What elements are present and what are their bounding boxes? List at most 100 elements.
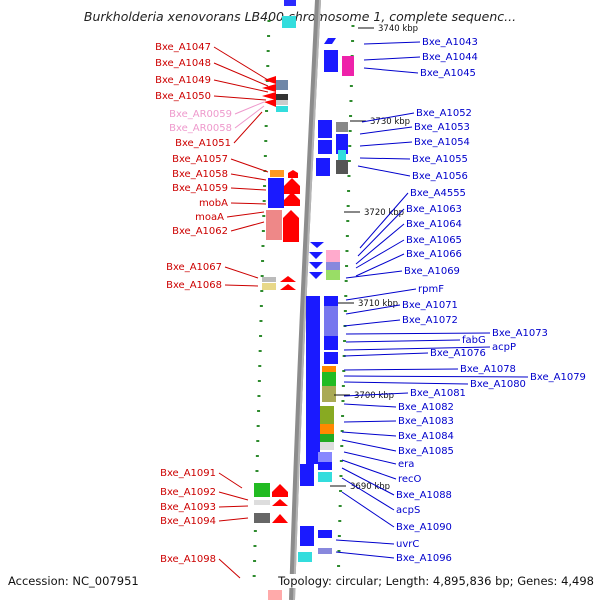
gene-label-left[interactable]: Bxe_A1059 [172, 183, 228, 194]
gene-label-left[interactable]: Bxe_A1092 [160, 487, 216, 498]
gene-label-left[interactable]: Bxe_A1062 [172, 226, 228, 237]
label-leader-line [335, 551, 395, 559]
gene-label-left[interactable]: Bxe_A1057 [172, 154, 228, 165]
gene-label-right[interactable]: Bxe_A1073 [492, 328, 548, 339]
gene-label-right[interactable]: era [398, 459, 414, 470]
gene-label-right[interactable]: Bxe_A1066 [406, 249, 462, 260]
tick-mark [339, 490, 343, 492]
gene-label-right[interactable]: Bxe_A1069 [404, 266, 460, 277]
gene-label-right[interactable]: Bxe_A1045 [420, 68, 476, 79]
gene-label-right[interactable]: uvrC [396, 539, 419, 550]
gene-label-right[interactable]: Bxe_A1096 [396, 553, 452, 564]
tick-mark [337, 535, 341, 537]
tick-mark [258, 350, 262, 352]
gene-label-right[interactable]: recO [398, 474, 422, 485]
gene-label-right[interactable]: Bxe_A1084 [398, 431, 454, 442]
tick-mark [348, 130, 352, 132]
gene-label-right[interactable]: Bxe_A1063 [406, 204, 462, 215]
gene-label-left[interactable]: Bxe_A1050 [155, 91, 211, 102]
gene-label-right[interactable]: acpP [492, 342, 516, 353]
gene-label-left[interactable]: Bxe_AR0058 [169, 123, 232, 134]
gene-label-right[interactable]: Bxe_A1082 [398, 402, 454, 413]
gene-label-right[interactable]: Bxe_A1072 [402, 315, 458, 326]
gene-label-left[interactable]: Bxe_A1051 [175, 138, 231, 149]
gene-label-left[interactable]: Bxe_A1098 [160, 554, 216, 565]
tick-mark [347, 175, 351, 177]
tick-mark [349, 100, 353, 102]
label-leader-line [345, 304, 401, 315]
label-leader-line [343, 403, 397, 408]
gene-label-left[interactable]: Bxe_A1058 [172, 169, 228, 180]
gene-label-left[interactable]: Bxe_A1068 [166, 280, 222, 291]
tick-mark [266, 50, 270, 52]
gene-label-left[interactable]: Bxe_A1091 [160, 468, 216, 479]
gene-label-right[interactable]: Bxe_A1088 [396, 490, 452, 501]
gene-label-left[interactable]: moaA [195, 212, 224, 223]
tick-mark [346, 205, 350, 207]
gene-label-right[interactable]: Bxe_A1052 [416, 108, 472, 119]
gene-label-left[interactable]: Bxe_A1093 [160, 502, 216, 513]
label-leader-line [355, 239, 405, 269]
gene-label-right[interactable]: Bxe_A1065 [406, 235, 462, 246]
gene-label-left[interactable]: Bxe_A1047 [155, 42, 211, 53]
label-leader-line [341, 431, 397, 437]
label-leader-line [343, 420, 397, 423]
label-leader-line [224, 266, 259, 279]
label-leader-line [341, 439, 397, 452]
label-leader-line [341, 477, 395, 511]
gene-label-right[interactable]: Bxe_A1079 [530, 372, 586, 383]
tick-mark [263, 185, 267, 187]
label-leader-line [218, 505, 249, 508]
tick-mark [258, 365, 262, 367]
gene-label-right[interactable]: Bxe_A1083 [398, 416, 454, 427]
position-label: 3700 kbp [354, 391, 394, 401]
gene-label-left[interactable]: mobA [199, 198, 228, 209]
gene-label-left[interactable]: Bxe_A1067 [166, 262, 222, 273]
gene-label-right[interactable]: Bxe_A1076 [430, 348, 486, 359]
tick-mark [267, 20, 271, 22]
gene-label-left[interactable]: Bxe_AR0059 [169, 109, 232, 120]
label-leader-line [359, 192, 409, 249]
tick-mark [259, 320, 263, 322]
label-leader-line [213, 62, 269, 87]
gene-label-left[interactable]: Bxe_A1048 [155, 58, 211, 69]
gene-label-right[interactable]: Bxe_A1056 [412, 171, 468, 182]
label-leader-line [218, 558, 241, 579]
gene-label-left[interactable]: Bxe_A1094 [160, 516, 216, 527]
label-leader-line [218, 491, 249, 501]
forward-strand-features[interactable] [282, 16, 354, 562]
label-leader-line [343, 375, 529, 378]
gene-label-right[interactable]: rpmF [418, 284, 444, 295]
gene-label-right[interactable]: Bxe_A1055 [412, 154, 468, 165]
gene-label-right[interactable]: Bxe_A1085 [398, 446, 454, 457]
gene-label-right[interactable]: fabG [462, 335, 486, 346]
label-leader-line [359, 157, 411, 160]
tick-mark [257, 410, 261, 412]
gene-label-right[interactable]: Bxe_A1043 [422, 37, 478, 48]
reverse-strand-features[interactable] [254, 0, 300, 600]
position-label: 3720 kbp [364, 208, 404, 218]
gene-label-left[interactable]: Bxe_A1049 [155, 75, 211, 86]
gene-label-right[interactable]: Bxe_A1053 [414, 122, 470, 133]
gene-label-right[interactable]: Bxe_A1081 [410, 388, 466, 399]
gene-label-right[interactable]: Bxe_A1044 [422, 52, 478, 63]
gene-label-right[interactable]: Bxe_A1078 [460, 364, 516, 375]
label-leader-line [345, 339, 461, 343]
gene-label-right[interactable]: Bxe_A1064 [406, 219, 462, 230]
gene-label-right[interactable]: Bxe_A1090 [396, 522, 452, 533]
tick-mark [264, 125, 268, 127]
label-leader-line [230, 173, 267, 181]
gene-label-right[interactable]: Bxe_A4555 [410, 188, 466, 199]
gene-label-right[interactable]: Bxe_A1080 [470, 379, 526, 390]
gene-label-right[interactable]: acpS [396, 505, 420, 516]
left-feature-labels[interactable]: Bxe_A1047Bxe_A1048Bxe_A1049Bxe_A1050Bxe_… [155, 42, 269, 579]
label-leader-line [218, 517, 249, 522]
gene-label-right[interactable]: Bxe_A1054 [414, 137, 470, 148]
label-leader-line [359, 126, 413, 135]
gene-label-right[interactable]: Bxe_A1071 [402, 300, 458, 311]
tick-mark [255, 455, 259, 457]
tick-mark [255, 470, 259, 472]
tick-mark [256, 440, 260, 442]
right-feature-labels[interactable]: Bxe_A1043Bxe_A1044Bxe_A1045Bxe_A1052Bxe_… [335, 37, 586, 564]
